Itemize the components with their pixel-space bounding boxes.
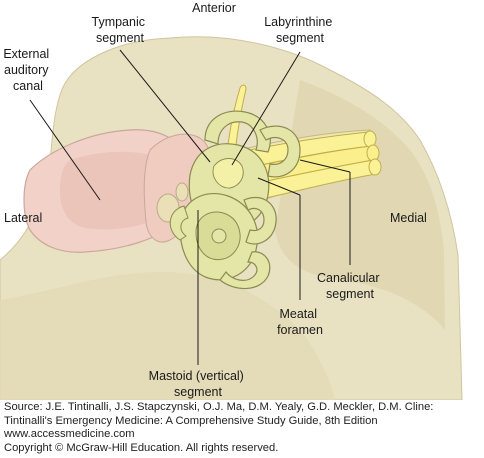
leader-meatal-h xyxy=(257,177,301,196)
geniculate-region xyxy=(212,158,244,189)
nerve-end-1 xyxy=(363,130,377,148)
source-caption: Source: J.E. Tintinalli, J.S. Stapczynsk… xyxy=(4,401,482,455)
leader-canalicular-h xyxy=(299,159,351,173)
label-anterior: Anterior xyxy=(192,1,236,15)
caption-line-copyright: Copyright © McGraw-Hill Education. All r… xyxy=(4,441,279,454)
cochlea-apex xyxy=(211,228,227,244)
label-medial: Medial xyxy=(390,211,427,225)
label-labyrinthine-segment: Labyrinthine segment xyxy=(264,15,336,45)
leader-labyrinthine xyxy=(231,51,301,166)
label-external-auditory-canal: External auditory canal xyxy=(3,47,52,93)
leader-tympanic xyxy=(119,49,211,163)
label-tympanic-segment: Tympanic segment xyxy=(92,15,149,45)
labyrinth-loop-right xyxy=(243,196,277,245)
label-meatal-foramen: Meatal foramen xyxy=(277,307,323,337)
lower-bone-shadow xyxy=(0,271,335,400)
ear-anatomy-illustration: Anterior Tympanic segment Labyrinthine s… xyxy=(0,1,463,400)
leader-lines xyxy=(29,49,351,365)
labyrinth-loop-left xyxy=(169,205,189,241)
semicircular-canal-posterior xyxy=(259,125,301,178)
label-canalicular-segment: Canalicular segment xyxy=(317,271,383,301)
caption-line-url: www.accessmedicine.com xyxy=(4,428,135,441)
label-lateral: Lateral xyxy=(4,211,42,225)
ossicle-small xyxy=(175,182,189,202)
caption-line-title: Tintinalli's Emergency Medicine: A Compr… xyxy=(4,414,378,427)
leader-external xyxy=(29,99,101,201)
caption-line-source: Source: J.E. Tintinalli, J.S. Stapczynsk… xyxy=(4,401,434,413)
semicircular-canal-superior xyxy=(204,110,271,153)
labyrinth-loop-lower xyxy=(219,251,271,290)
nerve-end-3 xyxy=(368,158,382,176)
nerve-end-2 xyxy=(366,144,380,162)
label-mastoid-segment: Mastoid (vertical) segment xyxy=(149,369,248,399)
